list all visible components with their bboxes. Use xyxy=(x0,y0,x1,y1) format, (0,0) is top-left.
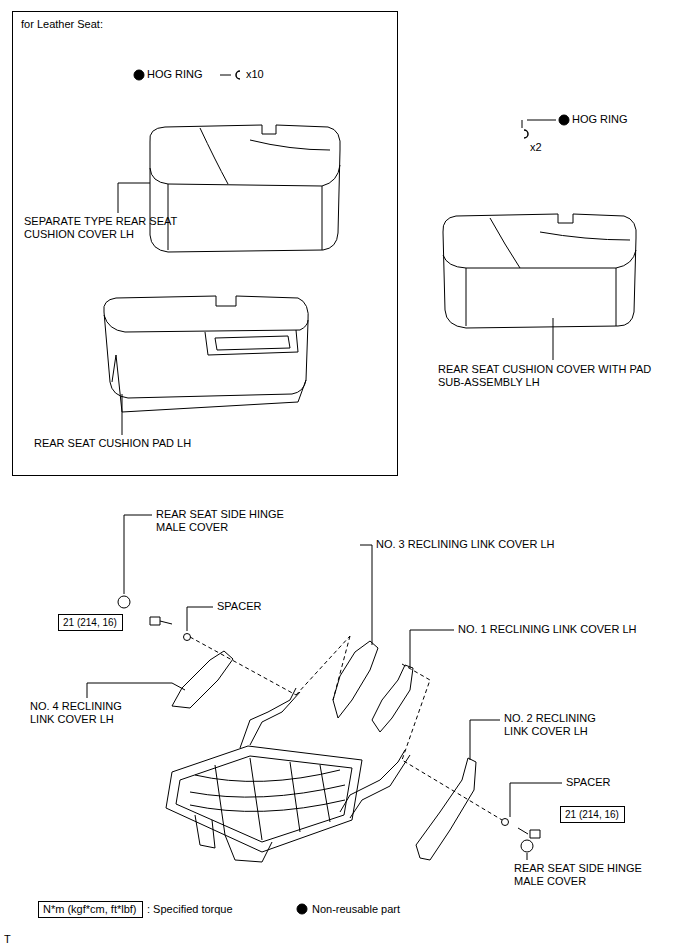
leader-line xyxy=(122,394,123,435)
torque-box: N*m (kgf*cm, ft*lbf) xyxy=(38,901,143,918)
link-cover xyxy=(333,641,378,718)
part-label: NO. 3 RECLINING LINK COVER LH xyxy=(376,538,555,551)
spacer xyxy=(184,634,191,641)
part-label: SEPARATE TYPE REAR SEAT CUSHION COVER LH xyxy=(24,215,209,241)
torque-box: 21 (214, 16) xyxy=(58,614,123,631)
part-label: HOG RING xyxy=(572,113,628,126)
leader-line xyxy=(118,183,150,213)
leader-line xyxy=(187,607,213,631)
leader-line xyxy=(470,720,500,760)
part-label: SPACER xyxy=(566,776,610,789)
spacer xyxy=(502,819,509,826)
bolt xyxy=(150,617,172,625)
leader-line xyxy=(172,683,185,690)
link-cover xyxy=(372,665,413,732)
non-reusable-mark xyxy=(134,70,144,80)
hinge-cover xyxy=(521,840,533,852)
leader-line xyxy=(124,515,152,594)
non-reusable-mark xyxy=(559,115,569,125)
part-label: T xyxy=(4,933,11,946)
torque-value: 21 (214, 16) xyxy=(63,616,118,629)
hog-ring-symbol xyxy=(524,130,528,138)
leader-line xyxy=(220,75,231,76)
leader-line xyxy=(410,630,454,631)
hog-ring-symbol xyxy=(236,71,240,79)
leader-line xyxy=(522,120,523,128)
legend-mark xyxy=(297,904,307,914)
seat-frame xyxy=(166,688,410,862)
seat-cushion-assembly xyxy=(443,214,636,328)
leader-line xyxy=(87,683,172,684)
part-label: NO. 1 RECLINING LINK COVER LH xyxy=(458,623,637,636)
assembly-line xyxy=(190,636,502,820)
part-label: x10 xyxy=(246,68,264,81)
legend-text: Non-reusable part xyxy=(312,903,400,916)
torque-box: 21 (214, 16) xyxy=(560,806,625,823)
torque-value: 21 (214, 16) xyxy=(565,808,620,821)
leader-line xyxy=(410,630,411,668)
leader-line xyxy=(510,783,562,817)
leader-line xyxy=(527,120,556,121)
part-label: REAR SEAT SIDE HINGE MALE COVER xyxy=(156,508,316,534)
part-label: SPACER xyxy=(217,600,261,613)
seat-cushion-cover xyxy=(150,125,340,252)
leader-line xyxy=(527,853,528,860)
leader-line xyxy=(87,683,88,698)
part-label: REAR SEAT CUSHION PAD LH xyxy=(34,437,191,450)
part-label: REAR SEAT SIDE HINGE MALE COVER xyxy=(514,862,674,888)
group-box: for Leather Seat: xyxy=(12,11,398,476)
part-label: NO. 4 RECLINING LINK COVER LH xyxy=(30,700,148,726)
bolt xyxy=(518,828,540,838)
seat-cushion-pad xyxy=(104,296,309,412)
torque-value: N*m (kgf*cm, ft*lbf) xyxy=(43,903,138,916)
legend-text: : Specified torque xyxy=(147,903,233,916)
group-heading: for Leather Seat: xyxy=(21,18,389,31)
part-label: HOG RING xyxy=(147,68,203,81)
hinge-cover xyxy=(118,596,130,608)
leader-line xyxy=(553,318,554,360)
leader-line xyxy=(360,545,372,546)
link-cover xyxy=(172,651,233,708)
part-label: NO. 2 RECLINING LINK COVER LH xyxy=(504,712,622,738)
part-label: x2 xyxy=(530,141,542,154)
leader-line xyxy=(372,545,373,645)
part-label: REAR SEAT CUSHION COVER WITH PAD SUB-ASS… xyxy=(438,363,660,389)
